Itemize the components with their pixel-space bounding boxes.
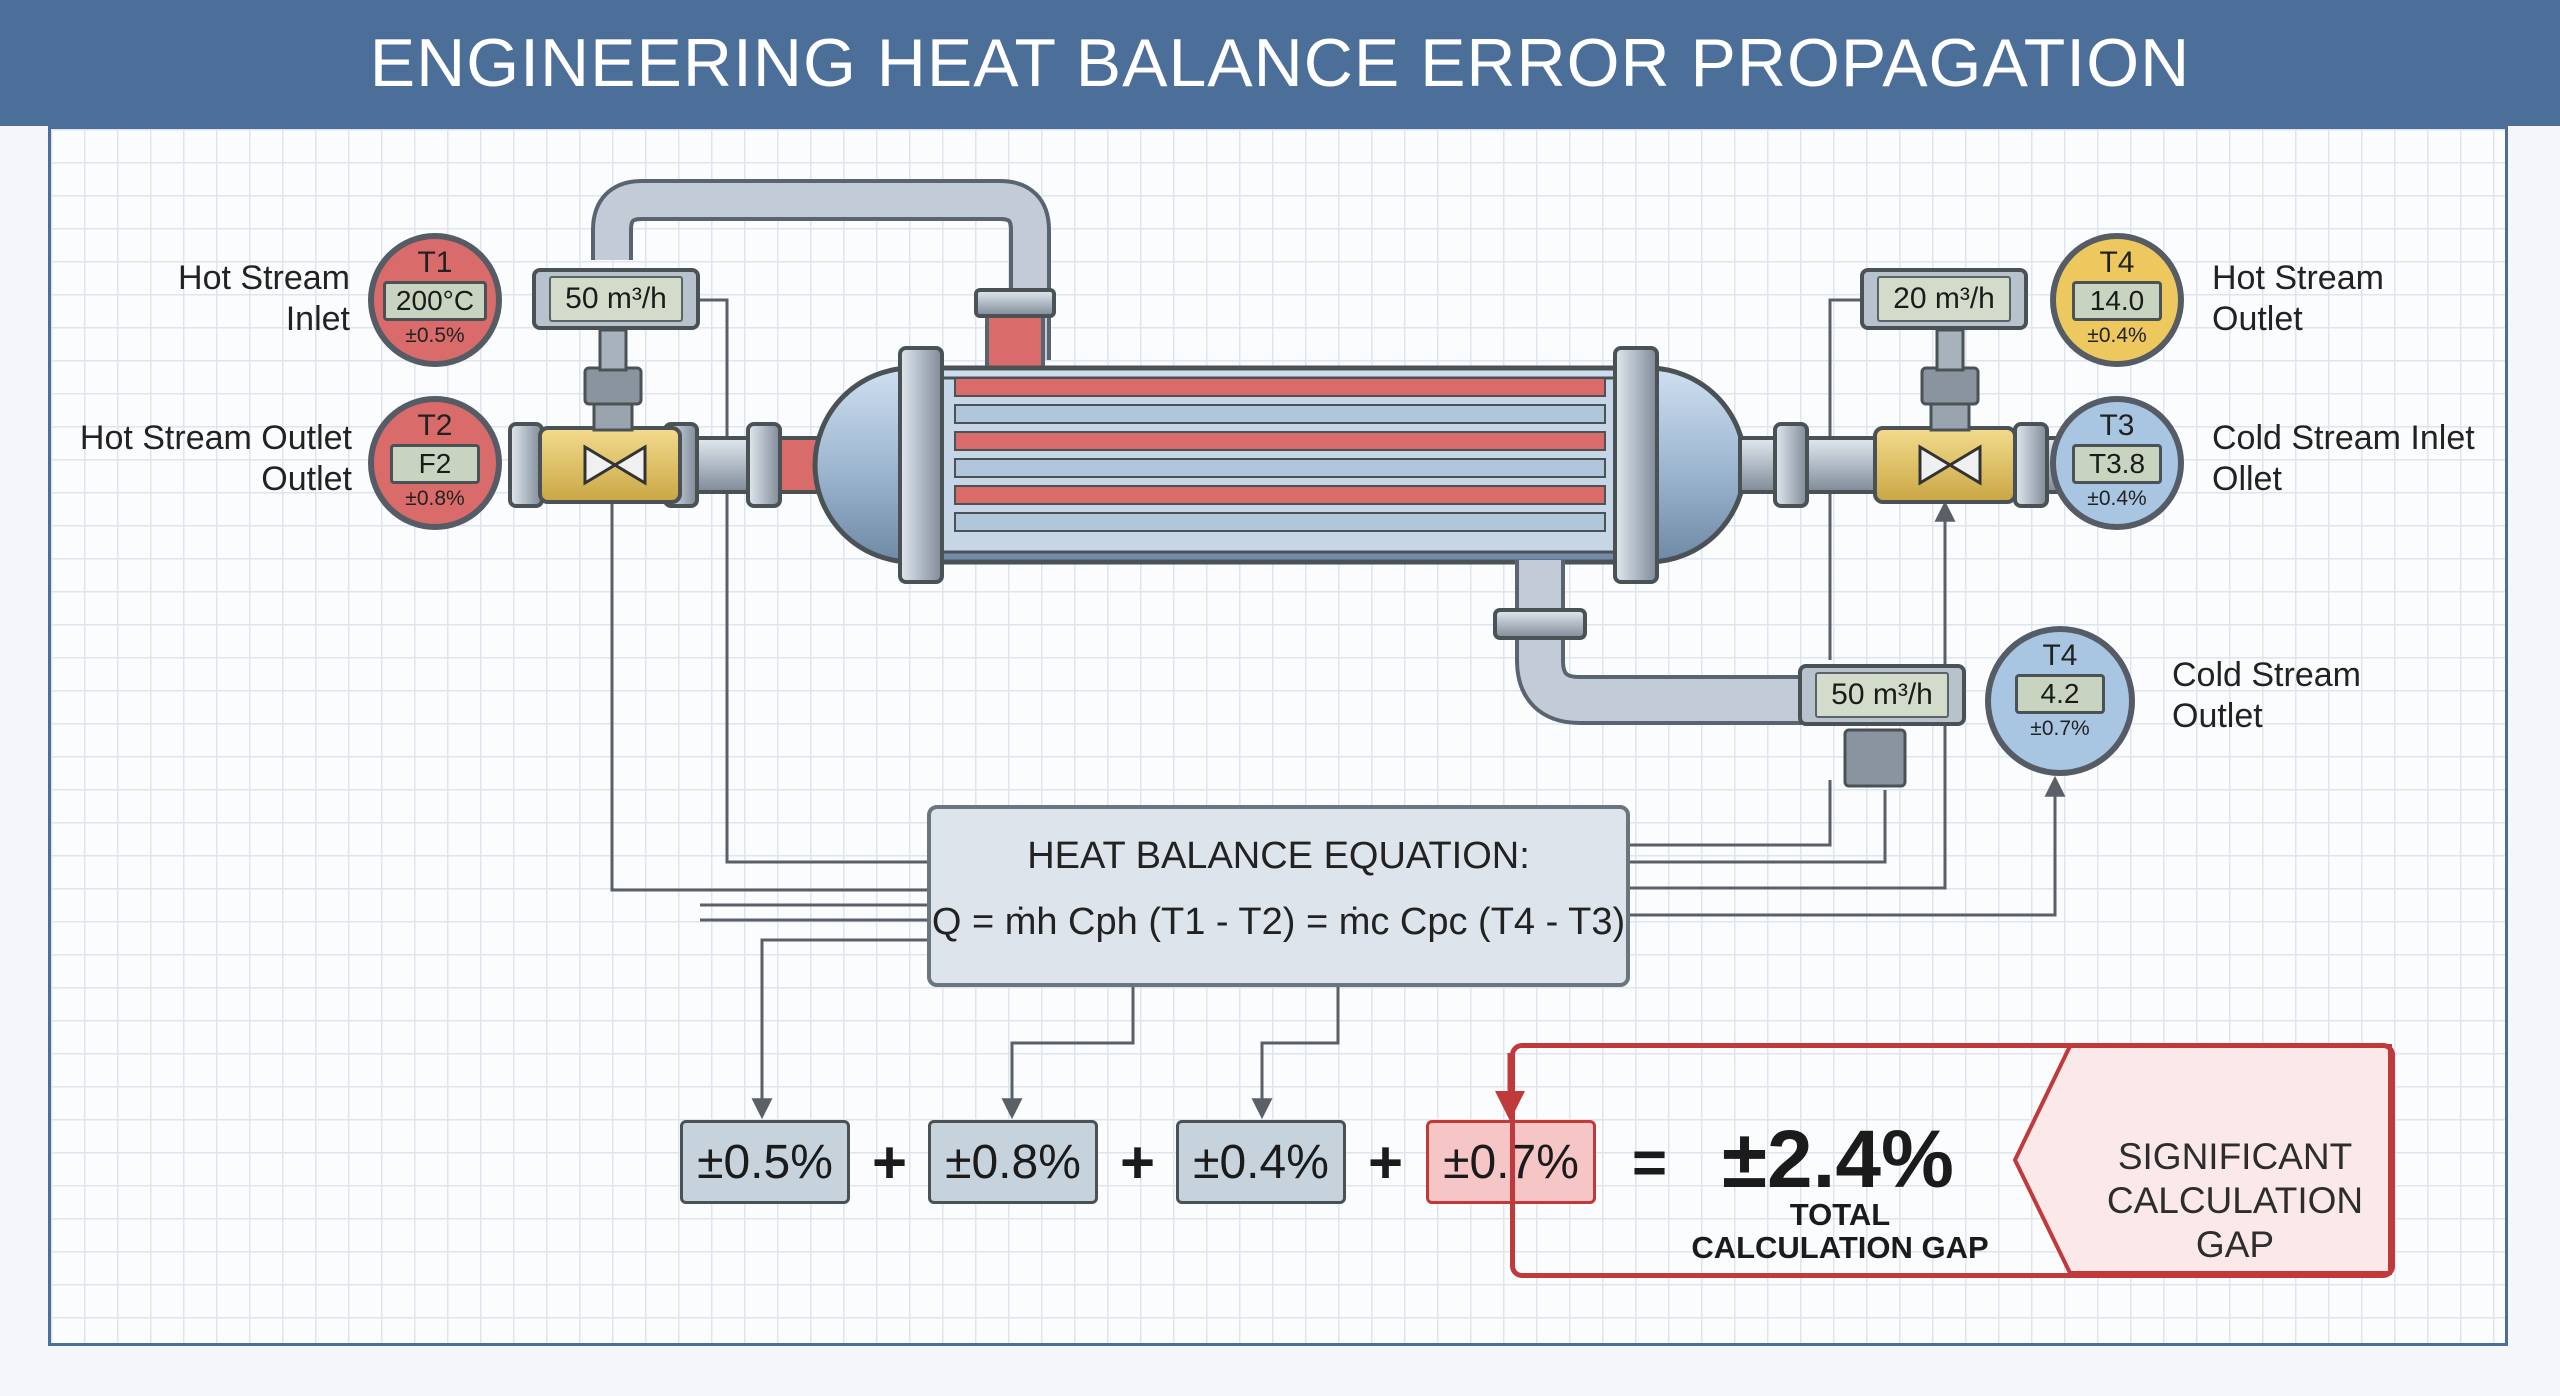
equals-operator: = bbox=[1632, 1129, 1668, 1196]
signal-line bbox=[1828, 298, 1860, 660]
label-line: Hot Stream bbox=[2212, 259, 2384, 297]
gauge-t3: T3 T3.8 ±0.4% bbox=[2050, 396, 2184, 530]
label-hot-stream-inlet: Hot Stream Inlet bbox=[120, 258, 350, 340]
label-line: Outlet bbox=[2172, 697, 2263, 735]
pipe-flange bbox=[1773, 422, 1809, 508]
error-term: ±0.5% bbox=[680, 1120, 850, 1204]
total-label-line: TOTAL bbox=[1789, 1197, 1891, 1232]
gauge-reading: F2 bbox=[390, 444, 480, 484]
heat-balance-equation-box: HEAT BALANCE EQUATION: Q = ṁh Cph (T1 - … bbox=[927, 805, 1630, 987]
plus-operator: + bbox=[872, 1129, 908, 1196]
error-term: ±0.8% bbox=[928, 1120, 1098, 1204]
warning-line: CALCULATION bbox=[2106, 1180, 2364, 1221]
flowmeter-reading: 50 m³/h bbox=[549, 276, 683, 322]
tube-cold bbox=[954, 458, 1606, 478]
signal-line bbox=[700, 298, 927, 864]
signal-line bbox=[1630, 780, 1832, 847]
gauge-t1: T1 200°C ±0.5% bbox=[368, 233, 502, 367]
signal-line bbox=[1630, 775, 2066, 917]
pipe-flange bbox=[746, 422, 782, 508]
gauge-t4-hot-outlet: T4 14.0 ±0.4% bbox=[2050, 233, 2184, 367]
gauge-tolerance: ±0.4% bbox=[2087, 324, 2147, 347]
gauge-reading: 200°C bbox=[382, 281, 488, 321]
inlet-loop-pipe-fill bbox=[595, 183, 1047, 360]
significant-gap-warning: SIGNIFICANT CALCULATION GAP bbox=[2070, 1135, 2400, 1267]
flowmeter-left: 50 m³/h bbox=[532, 268, 700, 330]
tube-hot bbox=[954, 431, 1606, 451]
label-line: Cold Stream bbox=[2172, 656, 2361, 694]
signal-line bbox=[751, 938, 927, 1120]
gauge-tag: T3 bbox=[2099, 409, 2135, 442]
title-bar: ENGINEERING HEAT BALANCE ERROR PROPAGATI… bbox=[0, 0, 2560, 126]
tube-hot bbox=[954, 485, 1606, 505]
label-hot-stream-outlet-right: Hot Stream Outlet bbox=[2212, 258, 2472, 340]
signal-lines bbox=[610, 298, 2066, 1121]
pipe-flange bbox=[508, 422, 544, 508]
plus-operator: + bbox=[1368, 1129, 1404, 1196]
gauge-tag: T2 bbox=[417, 409, 453, 442]
flowmeter-bottom: 50 m³/h bbox=[1798, 664, 1966, 726]
label-line: Outlet bbox=[2212, 300, 2303, 338]
signal-line bbox=[1630, 500, 1956, 890]
right-control-valve bbox=[1873, 328, 2017, 504]
cold-outlet-pipe-fill bbox=[1519, 560, 1830, 721]
nozzle-flange bbox=[974, 288, 1056, 318]
flowmeter-reading: 20 m³/h bbox=[1877, 276, 2011, 322]
gauge-reading: 4.2 bbox=[2015, 674, 2105, 714]
equation-title: HEAT BALANCE EQUATION: bbox=[1027, 835, 1530, 877]
label-line: Cold Stream Inlet bbox=[2212, 419, 2475, 457]
signal-line bbox=[1630, 790, 1887, 864]
gauge-reading: 14.0 bbox=[2072, 281, 2162, 321]
flowmeter-right: 20 m³/h bbox=[1860, 268, 2028, 330]
total-gap-frame bbox=[1510, 1043, 2395, 1278]
label-cold-stream-inlet: Cold Stream Inlet Ollet bbox=[2212, 418, 2512, 500]
gauge-tolerance: ±0.7% bbox=[2030, 717, 2090, 740]
page-title: ENGINEERING HEAT BALANCE ERROR PROPAGATI… bbox=[369, 25, 2191, 101]
plus-operator: + bbox=[1120, 1129, 1156, 1196]
pipe-flange bbox=[1493, 608, 1587, 640]
warning-line: SIGNIFICANT bbox=[2117, 1136, 2353, 1177]
pipe-flange bbox=[2013, 422, 2049, 508]
flowmeter-reading: 50 m³/h bbox=[1815, 672, 1949, 718]
gauge-tolerance: ±0.8% bbox=[405, 487, 465, 510]
gauge-tag: T1 bbox=[417, 246, 453, 279]
tube-hot bbox=[954, 377, 1606, 397]
gauge-tag: T4 bbox=[2099, 246, 2135, 279]
gauge-tolerance: ±0.5% bbox=[405, 324, 465, 347]
gauge-tag: T4 bbox=[2042, 639, 2078, 672]
heat-exchanger bbox=[812, 346, 1748, 584]
label-hot-stream-outlet-left: Hot Stream Outlet Outlet bbox=[40, 418, 352, 500]
gauge-t4-cold-outlet: T4 4.2 ±0.7% bbox=[1985, 626, 2135, 776]
signal-line bbox=[1001, 987, 1135, 1120]
flowmeter-stem bbox=[1843, 728, 1907, 788]
tube-cold bbox=[954, 512, 1606, 532]
label-line: Hot Stream Outlet bbox=[79, 419, 352, 457]
tube-cold bbox=[954, 404, 1606, 424]
warning-line: GAP bbox=[2195, 1224, 2275, 1265]
gauge-t2: T2 F2 ±0.8% bbox=[368, 396, 502, 530]
signal-line bbox=[1251, 987, 1340, 1120]
label-cold-stream-outlet: Cold Stream Outlet bbox=[2172, 655, 2432, 737]
total-gap-label: TOTAL CALCULATION GAP bbox=[1680, 1198, 2000, 1264]
label-line: Ollet bbox=[2212, 460, 2282, 498]
gauge-reading: T3.8 bbox=[2072, 444, 2162, 484]
signal-line bbox=[610, 365, 927, 892]
total-label-line: CALCULATION GAP bbox=[1691, 1230, 1989, 1265]
label-line: Inlet bbox=[285, 300, 350, 338]
label-line: Hot Stream bbox=[178, 259, 350, 297]
label-line: Outlet bbox=[261, 460, 352, 498]
equation-formula: Q = ṁh Cph (T1 - T2) = ṁc Cpc (T4 - T3) bbox=[931, 901, 1626, 943]
gauge-tolerance: ±0.4% bbox=[2087, 487, 2147, 510]
error-term: ±0.4% bbox=[1176, 1120, 1346, 1204]
left-control-valve bbox=[538, 328, 682, 504]
total-gap-value: ±2.4% bbox=[1722, 1114, 1954, 1205]
